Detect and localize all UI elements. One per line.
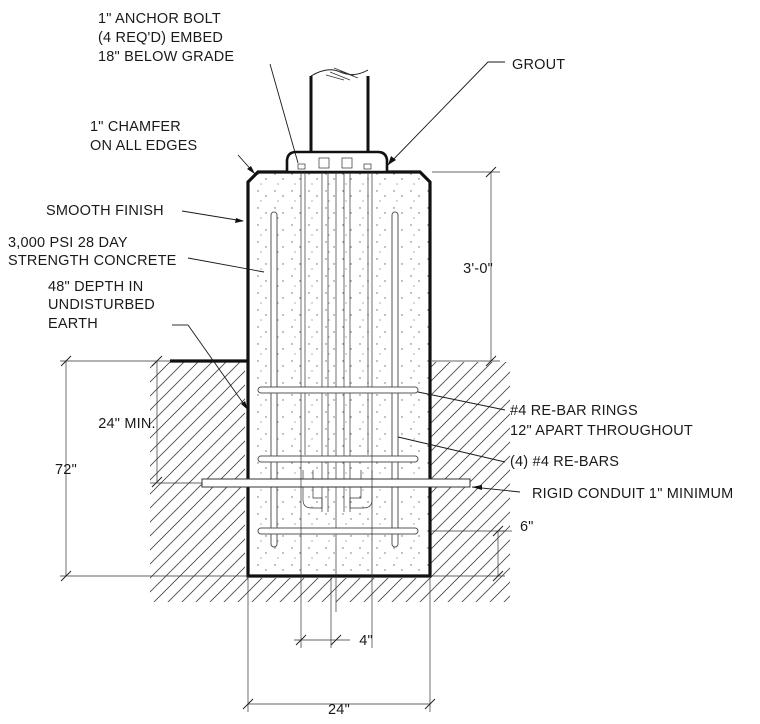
depth-label-line2: UNDISTURBED [48,297,155,313]
leader-lines [172,61,521,493]
anchor-bolt-label-line1: 1" ANCHOR BOLT [98,11,221,27]
chamfer-label-line1: 1" CHAMFER [90,119,181,135]
conduit-label: RIGID CONDUIT 1" MINIMUM [532,486,733,502]
conduit-horizontal [201,478,471,488]
concrete-label-line1: 3,000 PSI 28 DAY [8,235,128,251]
rebar-rings-label-line2: 12" APART THROUGHOUT [510,423,693,439]
dim-total-depth: 72" [55,462,77,478]
dim-bottom-cover: 6" [520,519,534,535]
depth-label-line3: EARTH [48,316,98,332]
rebars-label: (4) #4 RE-BARS [510,454,619,470]
dim-bolt-spacing: 4" [359,633,373,649]
pole [309,67,370,152]
dim-min-depth: 24" MIN. [98,416,156,432]
grout-pad [285,150,389,174]
rebar-rings-label-line1: #4 RE-BAR RINGS [510,403,638,419]
anchor-bolt-label-line3: 18" BELOW GRADE [98,49,234,65]
chamfer-label-line2: ON ALL EDGES [90,138,197,154]
rebar-rings [257,386,419,535]
smooth-finish-label: SMOOTH FINISH [46,203,164,219]
dimension-lines [60,166,512,712]
concrete-label-line2: STRENGTH CONCRETE [8,253,177,269]
anchor-bolt-label-line2: (4 REQ'D) EMBED [98,30,223,46]
grout-label: GROUT [512,57,565,73]
dim-width: 24" [328,702,350,718]
depth-label-line1: 48" DEPTH IN [48,279,143,295]
vertical-rebars [270,172,399,548]
dim-above-grade: 3'-0" [463,261,493,277]
anchor-bolts [297,157,373,455]
